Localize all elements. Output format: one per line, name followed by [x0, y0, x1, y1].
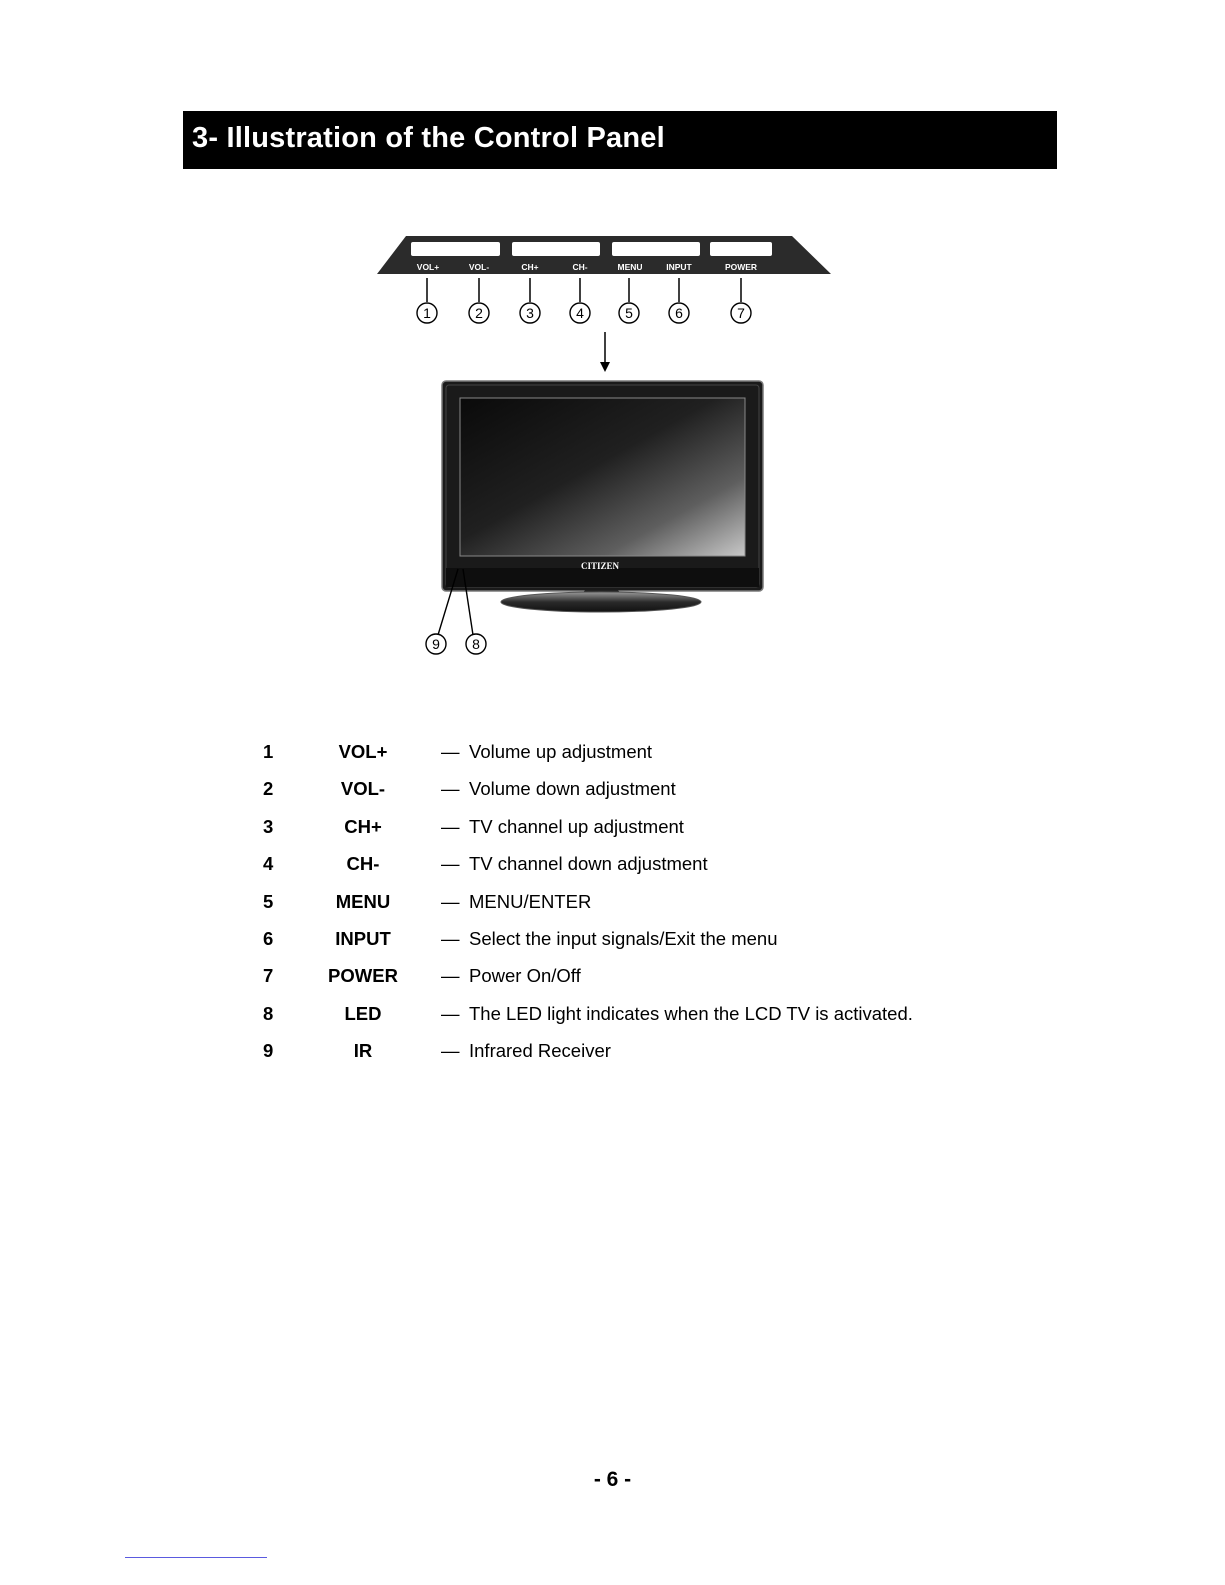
panel-button-menu-input [612, 242, 700, 256]
panel-buttons [411, 242, 772, 256]
callout-number: 4 [576, 305, 584, 321]
panel-label-ch-minus: CH- [572, 262, 587, 272]
legend-description: Select the input signals/Exit the menu [469, 927, 778, 949]
legend-description: Infrared Receiver [469, 1040, 611, 1062]
legend-description: Volume up adjustment [469, 741, 653, 762]
callout-number: 8 [472, 636, 480, 652]
legend-row: 6 INPUT — Select the input signals/Exit … [250, 925, 1010, 962]
section-title: 3- Illustration of the Control Panel [192, 122, 665, 154]
legend-dash: — [441, 1040, 460, 1062]
section-header: 3- Illustration of the Control Panel [183, 111, 1057, 169]
tv-lower-bezel [446, 568, 759, 587]
legend-number: 1 [263, 741, 274, 762]
legend-dash: — [441, 965, 460, 987]
callout-circle [618, 302, 640, 324]
legend-dash: — [441, 778, 460, 800]
legend-key: INPUT [335, 927, 391, 949]
legend-number: 7 [263, 965, 274, 987]
callout-circle [416, 302, 438, 324]
legend-row: 7 POWER — Power On/Off [250, 962, 1010, 999]
down-arrow-icon [600, 362, 610, 372]
legend-description: MENU/ENTER [469, 890, 592, 912]
callout-circle [519, 302, 541, 324]
panel-label-ch-plus: CH+ [521, 262, 538, 272]
legend-key: CH- [346, 853, 380, 875]
callout-lines-bottom [437, 568, 474, 636]
legend-dash: — [441, 927, 460, 949]
legend-number: 6 [263, 927, 274, 949]
legend-key: MENU [335, 890, 391, 912]
panel-button-power [710, 242, 772, 256]
legend-number: 3 [263, 815, 274, 837]
legend-number: 5 [263, 890, 274, 912]
panel-label-vol-plus: VOL+ [417, 262, 439, 272]
callout-number: 9 [432, 636, 440, 652]
control-panel-figure: VOL+ VOL- CH+ CH- MENU INPUT POWER [360, 226, 850, 666]
legend-dash: — [441, 741, 460, 762]
legend-dash: — [441, 853, 460, 875]
footer-rule [125, 1557, 267, 1558]
page-number: - 6 - [593, 1468, 632, 1491]
legend-description: Power On/Off [469, 965, 581, 987]
callout-number: 5 [625, 305, 633, 321]
legend-key: VOL- [340, 778, 386, 800]
legend-description: TV channel down adjustment [469, 853, 708, 875]
legend-description: The LED light indicates when the LCD TV … [469, 1002, 913, 1024]
legend-dash: — [441, 890, 460, 912]
legend-number: 4 [263, 853, 274, 875]
legend-key: CH+ [344, 815, 382, 837]
callout-number: 3 [526, 305, 534, 321]
control-legend: 1 VOL+ — Volume up adjustment 2 VOL- — V… [250, 738, 1010, 1075]
panel-button-vol [411, 242, 500, 256]
tv-stand-base [500, 591, 702, 613]
tv-screen [459, 397, 746, 557]
panel-label-vol-minus: VOL- [469, 262, 489, 272]
legend-row: 3 CH+ — TV channel up adjustment [250, 813, 1010, 850]
legend-number: 8 [263, 1002, 274, 1024]
callout-number: 7 [737, 305, 745, 321]
legend-dash: — [441, 815, 460, 837]
tv-brand-logo: CITIZEN [581, 561, 620, 571]
callout-lines-top [426, 278, 742, 302]
legend-key: VOL+ [338, 741, 388, 762]
panel-label-menu: MENU [617, 262, 642, 272]
callout-circle [425, 633, 447, 655]
callout-circle [465, 633, 487, 655]
legend-key: POWER [328, 965, 398, 987]
callout-number: 2 [475, 305, 483, 321]
legend-row: 2 VOL- — Volume down adjustment [250, 775, 1010, 812]
legend-key: LED [344, 1002, 382, 1024]
legend-row: 9 IR — Infrared Receiver [250, 1037, 1010, 1074]
callout-number: 1 [423, 305, 431, 321]
panel-label-input: INPUT [666, 262, 692, 272]
legend-row: 8 LED — The LED light indicates when the… [250, 1000, 1010, 1037]
callout-number: 6 [675, 305, 683, 321]
legend-row: 1 VOL+ — Volume up adjustment [250, 738, 1010, 775]
legend-row: 5 MENU — MENU/ENTER [250, 888, 1010, 925]
legend-description: TV channel up adjustment [469, 815, 684, 837]
callout-circle [730, 302, 752, 324]
legend-key: IR [353, 1040, 373, 1062]
legend-number: 9 [263, 1040, 274, 1062]
panel-button-ch [512, 242, 600, 256]
callout-circle [468, 302, 490, 324]
panel-label-power: POWER [725, 262, 757, 272]
legend-dash: — [441, 1002, 460, 1024]
legend-number: 2 [263, 778, 274, 800]
callout-circle [668, 302, 690, 324]
legend-description: Volume down adjustment [469, 778, 676, 800]
legend-row: 4 CH- — TV channel down adjustment [250, 850, 1010, 887]
control-panel-illustration: VOL+ VOL- CH+ CH- MENU INPUT POWER [377, 236, 831, 655]
callout-circle [569, 302, 591, 324]
